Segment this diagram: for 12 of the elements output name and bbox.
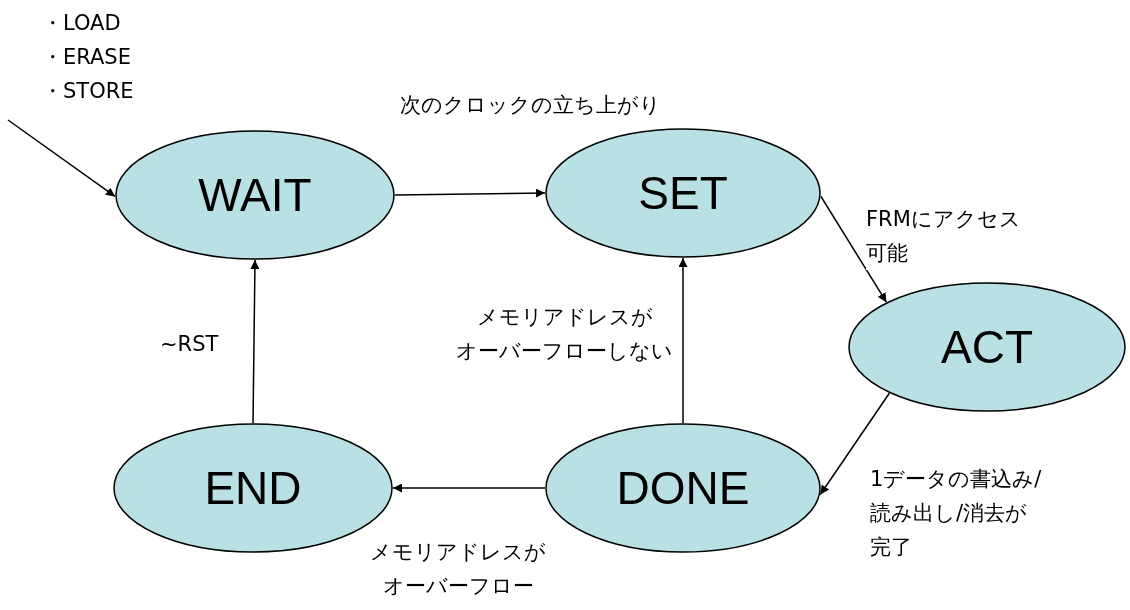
- arrow: [819, 392, 891, 496]
- state-name: DONE: [616, 461, 750, 515]
- arrow: [678, 257, 688, 424]
- arrow: [7, 119, 116, 198]
- arrow: [394, 188, 546, 198]
- state-name: WAIT: [198, 168, 312, 222]
- arrow: [820, 195, 888, 303]
- state-name: ACT: [941, 320, 1033, 374]
- arrow: [250, 259, 260, 424]
- state-name: END: [204, 461, 302, 515]
- state-name: SET: [638, 166, 728, 220]
- arrow: [392, 483, 546, 493]
